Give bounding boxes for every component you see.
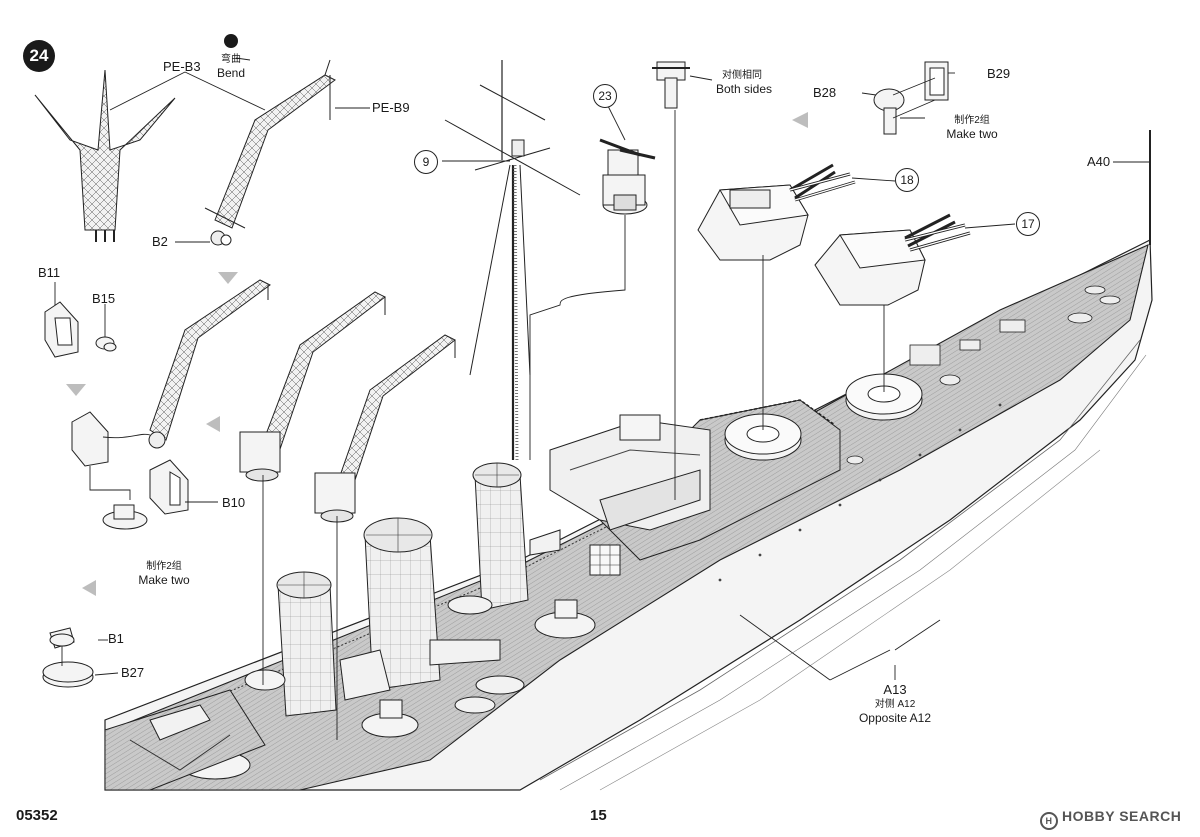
step-number-badge: 24 — [23, 40, 55, 72]
label-b10: B10 — [222, 495, 246, 510]
watermark-text: HOBBY SEARCH — [1062, 808, 1182, 824]
label-opposite-en: Opposite A12 — [858, 711, 932, 725]
foremast — [444, 60, 581, 461]
stern-section — [104, 689, 266, 791]
flow-arrows — [66, 112, 808, 596]
crane-3 — [314, 334, 456, 523]
crane-bent-photoetch — [204, 59, 336, 246]
label-make-two-en-right: Make two — [946, 127, 998, 141]
watermark-logo-icon: H — [1040, 812, 1058, 830]
kit-code: 05352 — [16, 807, 58, 824]
ship-boats — [339, 529, 561, 714]
page-number: 15 — [590, 807, 607, 824]
label-pe-b9: PE-B9 — [372, 100, 410, 115]
label-b27: B27 — [121, 665, 145, 680]
label-make-two-en-left: Make two — [138, 573, 190, 587]
label-make-two-cn-left: 制作2组 — [146, 561, 182, 572]
crane-1 — [148, 279, 271, 449]
label-b28: B28 — [813, 85, 837, 100]
bend-icon — [224, 34, 238, 48]
callout-23: 23 — [593, 84, 617, 108]
ship-funnels — [276, 462, 529, 717]
label-b29: B29 — [987, 66, 1011, 81]
label-b15: B15 — [92, 291, 116, 306]
label-pe-b3: PE-B3 — [163, 59, 201, 74]
label-b11: B11 — [38, 265, 61, 280]
searchlight-assembly — [873, 61, 949, 135]
crane-base-parts — [44, 301, 189, 530]
label-b1: B1 — [108, 631, 124, 646]
label-bend-en: Bend — [216, 66, 246, 80]
leader-lines — [54, 57, 1151, 740]
turret-18 — [697, 163, 856, 261]
callout-17: 17 — [1016, 212, 1040, 236]
callout-18: 18 — [895, 168, 919, 192]
label-a13: A13 — [883, 682, 907, 697]
label-a40: A40 — [1087, 154, 1111, 169]
label-opposite-cn: 对侧 A12 — [874, 699, 916, 710]
label-make-two-cn-right: 制作2组 — [954, 115, 990, 126]
turret-17 — [814, 213, 971, 306]
crane-flat-photoetch — [34, 69, 176, 242]
callout-9: 9 — [414, 150, 438, 174]
director-23 — [599, 138, 656, 215]
small-director — [652, 61, 690, 109]
label-both-sides-cn: 对侧相同 — [722, 70, 762, 81]
label-both-sides-en: Both sides — [716, 82, 773, 96]
parts-b1-b27 — [42, 627, 94, 688]
label-bend-cn: 弯曲 — [221, 54, 241, 65]
foredeck-fittings — [846, 285, 1121, 465]
crane-2 — [239, 291, 386, 482]
label-b2: B2 — [152, 234, 168, 249]
